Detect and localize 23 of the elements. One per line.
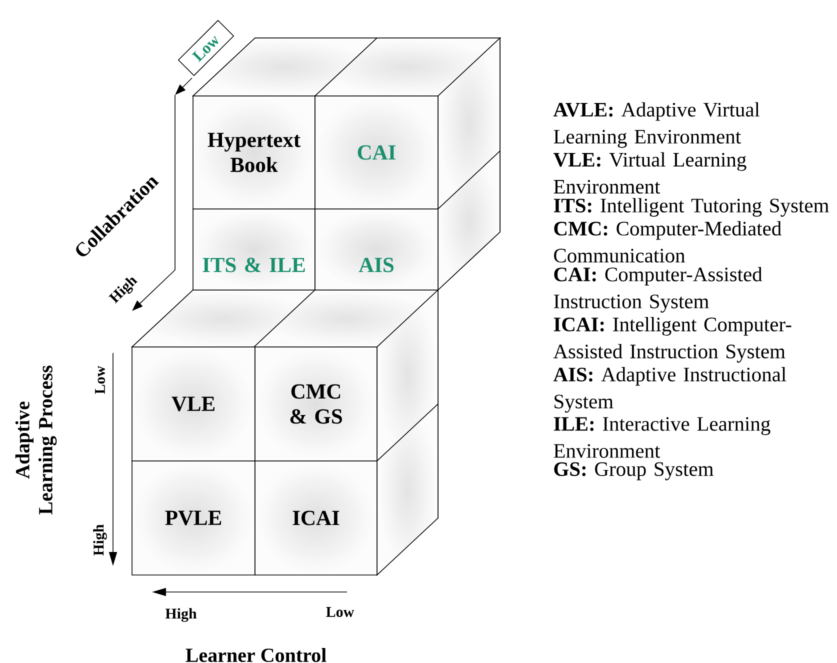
glossary-entry: ITS: Intelligent Tutoring System (554, 198, 829, 217)
glossary-entry: AIS: Adaptive Instructional System (553, 367, 786, 413)
matrix-cell: ITS & ILE (192, 208, 316, 290)
glossary-entry: AVLE: Adaptive Virtual Learning Environment (553, 102, 760, 148)
matrix-cell: PVLE (132, 460, 256, 576)
axis-end-label: High (165, 608, 197, 622)
matrix-cell: CMC & GS (254, 346, 378, 462)
matrix-cell: VLE (132, 346, 256, 462)
axis-end-label: Low (95, 366, 105, 394)
glossary-entry: VLE: Virtual Learning Environment (553, 152, 746, 194)
glossary-entry: CMC: Computer-Mediated Communication (554, 221, 782, 263)
matrix-cell: ICAI (254, 460, 378, 576)
matrix-cell: Hypertext Book (192, 96, 316, 210)
glossary-entry: ICAI: Intelligent Computer-Assisted Instruction System (553, 316, 792, 363)
glossary-entry: CAI: Computer-Assisted Instruction System (554, 266, 762, 313)
axis-end-label: Low (326, 607, 354, 617)
matrix-cell: AIS (314, 208, 438, 290)
glossary-entry: ILE: Interactive Learning Environment (554, 417, 770, 458)
matrix-cell: CAI (314, 96, 438, 210)
axis-title: Learner Control (186, 648, 326, 662)
glossary-entry: GS: Group System (554, 462, 714, 480)
axis-end-label: High (93, 524, 107, 556)
axis-title: Adaptive Learning Process (15, 366, 57, 514)
